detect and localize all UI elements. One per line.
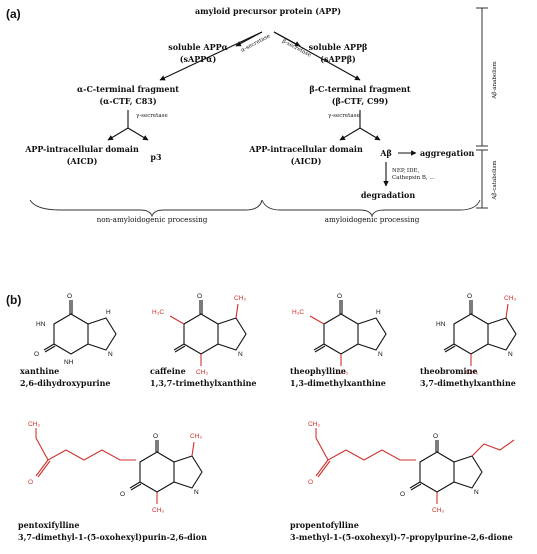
- theobromine-structure: CH₃ CH₃ O HN N: [436, 293, 517, 376]
- bctf-line2: (β-CTF, C99): [332, 96, 389, 106]
- pentoxifylline-name: pentoxifylline: [18, 520, 79, 530]
- theophylline-o: O: [337, 293, 342, 300]
- xanthine-hn: HN: [36, 321, 46, 328]
- caffeine-structure: H₃C CH₃ CH₃ O N: [152, 293, 247, 376]
- sappb-line1: soluble APPβ: [309, 42, 368, 52]
- pentoxifylline-iupac: 3,7-dimethyl-1-(5-oxohexyl)purin-2,6-dio…: [18, 532, 207, 542]
- aicd-left-line1: APP-intracellular domain: [24, 144, 139, 154]
- pentox-ch3-top: CH₃: [190, 433, 202, 440]
- propent-o-left: O: [308, 479, 313, 486]
- xanthine-name: xanthine: [20, 366, 59, 376]
- theobromine-hn: HN: [436, 321, 446, 328]
- pentox-ch3-bottom: CH₃: [152, 507, 164, 514]
- theobromine-name: theobromine: [420, 366, 478, 376]
- arrow-to-bctf: [273, 31, 361, 81]
- enzymes-line1: NEP, IDE,: [392, 168, 420, 174]
- propent-ch3-bottom: CH₃: [432, 507, 444, 514]
- theobromine-o: O: [467, 293, 472, 300]
- arrow-to-aicd-left: [107, 127, 129, 141]
- caffeine-n: N: [238, 351, 243, 358]
- actf-line2: (α-CTF, C83): [99, 96, 157, 106]
- p3-label: p3: [150, 152, 162, 162]
- theobromine-iupac: 3,7-dimethylxanthine: [420, 378, 516, 388]
- aggregation-label: aggregation: [420, 148, 475, 158]
- actf-line1: α-C-terminal fragment: [77, 84, 179, 94]
- pentoxifylline-structure: CH₃ O O O N CH₃ CH₃: [28, 421, 203, 514]
- alpha-secretase-label: α-secretase: [240, 33, 271, 53]
- sappb-line2: (sAPPβ): [320, 54, 356, 64]
- propent-o-bottom: O: [400, 491, 405, 498]
- beta-secretase-label: β-secretase: [281, 38, 312, 58]
- pentox-ch3-left: CH₃: [28, 421, 40, 428]
- propentofylline-iupac: 3-methyl-1-(5-oxohexyl)-7-propylpurine-2…: [290, 532, 513, 542]
- xanthine-o-top: O: [67, 293, 72, 300]
- caffeine-ch3-left: H₃C: [152, 309, 164, 316]
- arrow-to-abeta: [359, 127, 381, 141]
- caffeine-o: O: [197, 293, 202, 300]
- propent-ch3-left: CH₃: [308, 421, 320, 428]
- aicd-right-line2: (AICD): [291, 156, 322, 166]
- panel-a: (a) amyloid precursor protein (APP) α-se…: [6, 6, 498, 224]
- pentox-n: N: [194, 489, 199, 496]
- degradation-label: degradation: [361, 190, 416, 200]
- xanthine-n-right: N: [108, 351, 113, 358]
- caffeine-ch3-bottom: CH₃: [196, 369, 208, 376]
- gamma-secretase-left: γ-secretase: [136, 113, 168, 119]
- panel-b: (b) O HN O NH H N xanthine 2,6-dihydroxy…: [6, 293, 517, 542]
- theophylline-h: H: [376, 309, 381, 316]
- app-label: amyloid precursor protein (APP): [195, 6, 341, 16]
- propentofylline-name: propentofylline: [290, 520, 359, 530]
- theophylline-iupac: 1,3-dimethylxanthine: [290, 378, 386, 388]
- aicd-left-line2: (AICD): [67, 156, 98, 166]
- arrow-to-p3: [127, 127, 149, 141]
- abeta-label: Aβ: [379, 148, 392, 158]
- xanthine-nh: NH: [64, 359, 74, 366]
- xanthine-structure: O HN O NH H N: [34, 293, 117, 366]
- brace-amyloid: [261, 199, 481, 218]
- anabolism-label: Aβ-anabolism: [492, 60, 498, 99]
- xanthine-n-h: H: [106, 309, 111, 316]
- arrow-to-aicd-right: [339, 127, 361, 141]
- propentofylline-structure: CH₃ O O O N CH₃: [308, 421, 515, 514]
- arrow-to-actf: [159, 31, 263, 81]
- pentox-o-left: O: [28, 479, 33, 486]
- theophylline-ch3-left: H₃C: [292, 309, 304, 316]
- theophylline-n: N: [378, 351, 383, 358]
- caffeine-name: caffeine: [150, 366, 186, 376]
- gamma-secretase-right: γ-secretase: [328, 113, 360, 119]
- theobromine-ch3-top: CH₃: [504, 295, 516, 302]
- theophylline-ch3-bottom: CH₃: [336, 369, 348, 376]
- aicd-right-line1: APP-intracellular domain: [248, 144, 363, 154]
- panel-a-label: (a): [6, 7, 21, 21]
- amyloid-label: amyloidogenic processing: [325, 215, 420, 224]
- catabolism-bar: [476, 149, 488, 209]
- sappa-line1: soluble APPα: [168, 42, 228, 52]
- non-amyloid-label: non-amyloidogenic processing: [97, 215, 208, 224]
- caffeine-iupac: 1,3,7-trimethylxanthine: [150, 378, 257, 388]
- caffeine-ch3-top: CH₃: [234, 295, 246, 302]
- theophylline-name: theophylline: [290, 366, 346, 376]
- catabolism-label: Aβ-catabolism: [492, 160, 498, 201]
- theobromine-ch3-bottom: CH₃: [466, 369, 478, 376]
- anabolism-bar: [476, 7, 488, 147]
- panel-b-label: (b): [6, 293, 21, 307]
- enzymes-line2: Cathepsin B, ...: [392, 175, 435, 181]
- theobromine-n: N: [508, 351, 513, 358]
- propent-n: N: [474, 489, 479, 496]
- propent-o-top: O: [433, 433, 438, 440]
- theophylline-structure: H₃C CH₃ O H N: [292, 293, 387, 376]
- brace-non-amyloid: [29, 199, 263, 218]
- xanthine-iupac: 2,6-dihydroxypurine: [20, 378, 110, 388]
- sappa-line2: (sAPPα): [180, 54, 217, 64]
- bctf-line1: β-C-terminal fragment: [309, 84, 410, 94]
- pentox-o-top: O: [153, 433, 158, 440]
- xanthine-o-left: O: [34, 351, 39, 358]
- pentox-o-bottom: O: [120, 491, 125, 498]
